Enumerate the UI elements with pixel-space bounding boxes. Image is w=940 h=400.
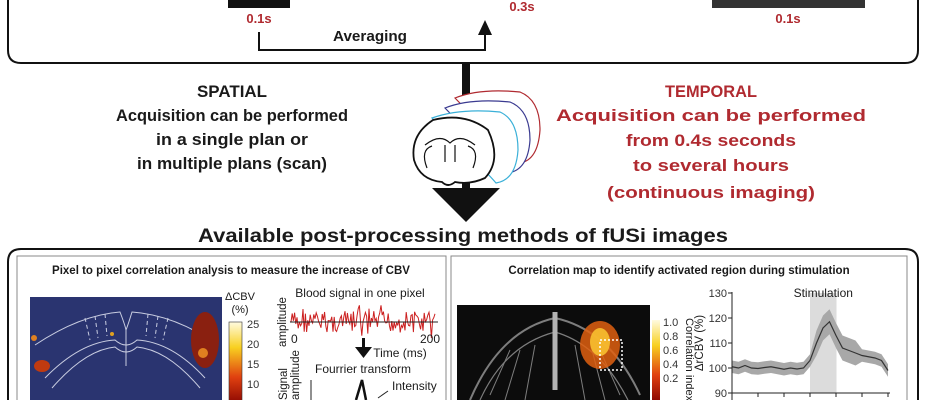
spatial-title: SPATIAL — [197, 82, 267, 101]
corr-tick: 1.0 — [663, 317, 678, 329]
intensity-label: Intensity — [392, 379, 437, 393]
corr-tick: 0.4 — [663, 359, 678, 371]
cbv-colorbar-unit: (%) — [231, 304, 248, 316]
rcbv-chart: Stimulation 90 100 110 120 130 ΔrCBV (%) — [694, 286, 890, 400]
spatial-line-3: in multiple plans (scan) — [137, 154, 327, 173]
averaging-bracket — [258, 32, 486, 51]
time-mid: 0.3s — [509, 0, 534, 14]
sem-band — [732, 309, 888, 377]
roi-box — [599, 339, 623, 371]
y-tick-label: 110 — [709, 338, 727, 350]
thumbnail-right — [712, 0, 865, 8]
cbv-colorbar-label: ΔCBV — [225, 291, 256, 303]
time-right: 0.1s — [775, 11, 800, 26]
vessel-image — [469, 312, 641, 400]
transform-label: Fourrier transform — [315, 362, 411, 376]
temporal-line-2: from 0.4s seconds — [626, 131, 796, 150]
cbv-tick: 15 — [247, 359, 259, 371]
brain-slices-icon — [412, 90, 541, 186]
corr-tick: 0.6 — [663, 345, 678, 357]
y-tick-label: 130 — [709, 288, 727, 300]
signal-title: Blood signal in one pixel — [295, 286, 424, 300]
y-tick-label: 100 — [709, 363, 727, 375]
correlation-colorbar — [652, 320, 660, 400]
signal-xlabel: Time (ms) — [373, 346, 427, 360]
left-panel-title: Pixel to pixel correlation analysis to m… — [52, 265, 410, 277]
y-tick-label: 120 — [709, 313, 727, 325]
corr-tick: 0.2 — [663, 373, 678, 385]
arrow-up-icon — [478, 20, 492, 35]
section-title: Available post-processing methods of fUS… — [198, 226, 728, 247]
cbv-tick: 25 — [247, 319, 259, 331]
corr-tick: 0.8 — [663, 331, 678, 343]
post-processing-box — [7, 248, 919, 400]
stimulation-label: Stimulation — [794, 286, 853, 300]
arrow-down-icon — [355, 347, 372, 358]
spectrum-ylabel-2: amplitude — [290, 350, 302, 400]
spatial-line-1: Acquisition can be performed — [116, 106, 348, 125]
signal-x1: 200 — [420, 332, 440, 346]
spatial-line-2: in a single plan or — [156, 130, 308, 149]
cbv-tick: 10 — [247, 379, 259, 391]
right-panel — [450, 255, 908, 400]
activation-blobs — [31, 312, 219, 372]
temporal-line-1: Acquisition can be performed — [556, 106, 866, 125]
acquisition-box — [7, 0, 919, 64]
right-panel-title: Correlation map to identify activated re… — [508, 265, 849, 277]
mean-line — [731, 320, 889, 371]
time-left: 0.1s — [246, 11, 271, 26]
thumbnail-left — [228, 0, 290, 8]
y-tick-label: 90 — [715, 388, 727, 400]
cbv-colorbar — [228, 321, 243, 400]
signal-x0: 0 — [291, 332, 298, 346]
blood-signal-trace — [289, 305, 436, 339]
cbv-tick: 20 — [247, 339, 259, 351]
temporal-title: TEMPORAL — [665, 82, 757, 101]
chart-ylabel: ΔrCBV (%) — [694, 315, 706, 371]
temporal-line-3: to several hours — [633, 156, 789, 175]
spectrum-ylabel-1: Signal — [278, 368, 290, 400]
temporal-line-4: (continuous imaging) — [607, 183, 815, 202]
spectrum-peak — [354, 379, 368, 400]
signal-ylabel: amplitude — [277, 297, 289, 347]
transform-arrow — [362, 338, 365, 348]
intensity-pointer — [377, 390, 389, 399]
averaging-label: Averaging — [333, 28, 407, 45]
arrow-down-icon — [432, 188, 500, 222]
left-panel — [16, 255, 447, 400]
corr-colorbar-label: Correlation index — [683, 318, 695, 400]
brain-atlas-outline — [34, 311, 219, 389]
